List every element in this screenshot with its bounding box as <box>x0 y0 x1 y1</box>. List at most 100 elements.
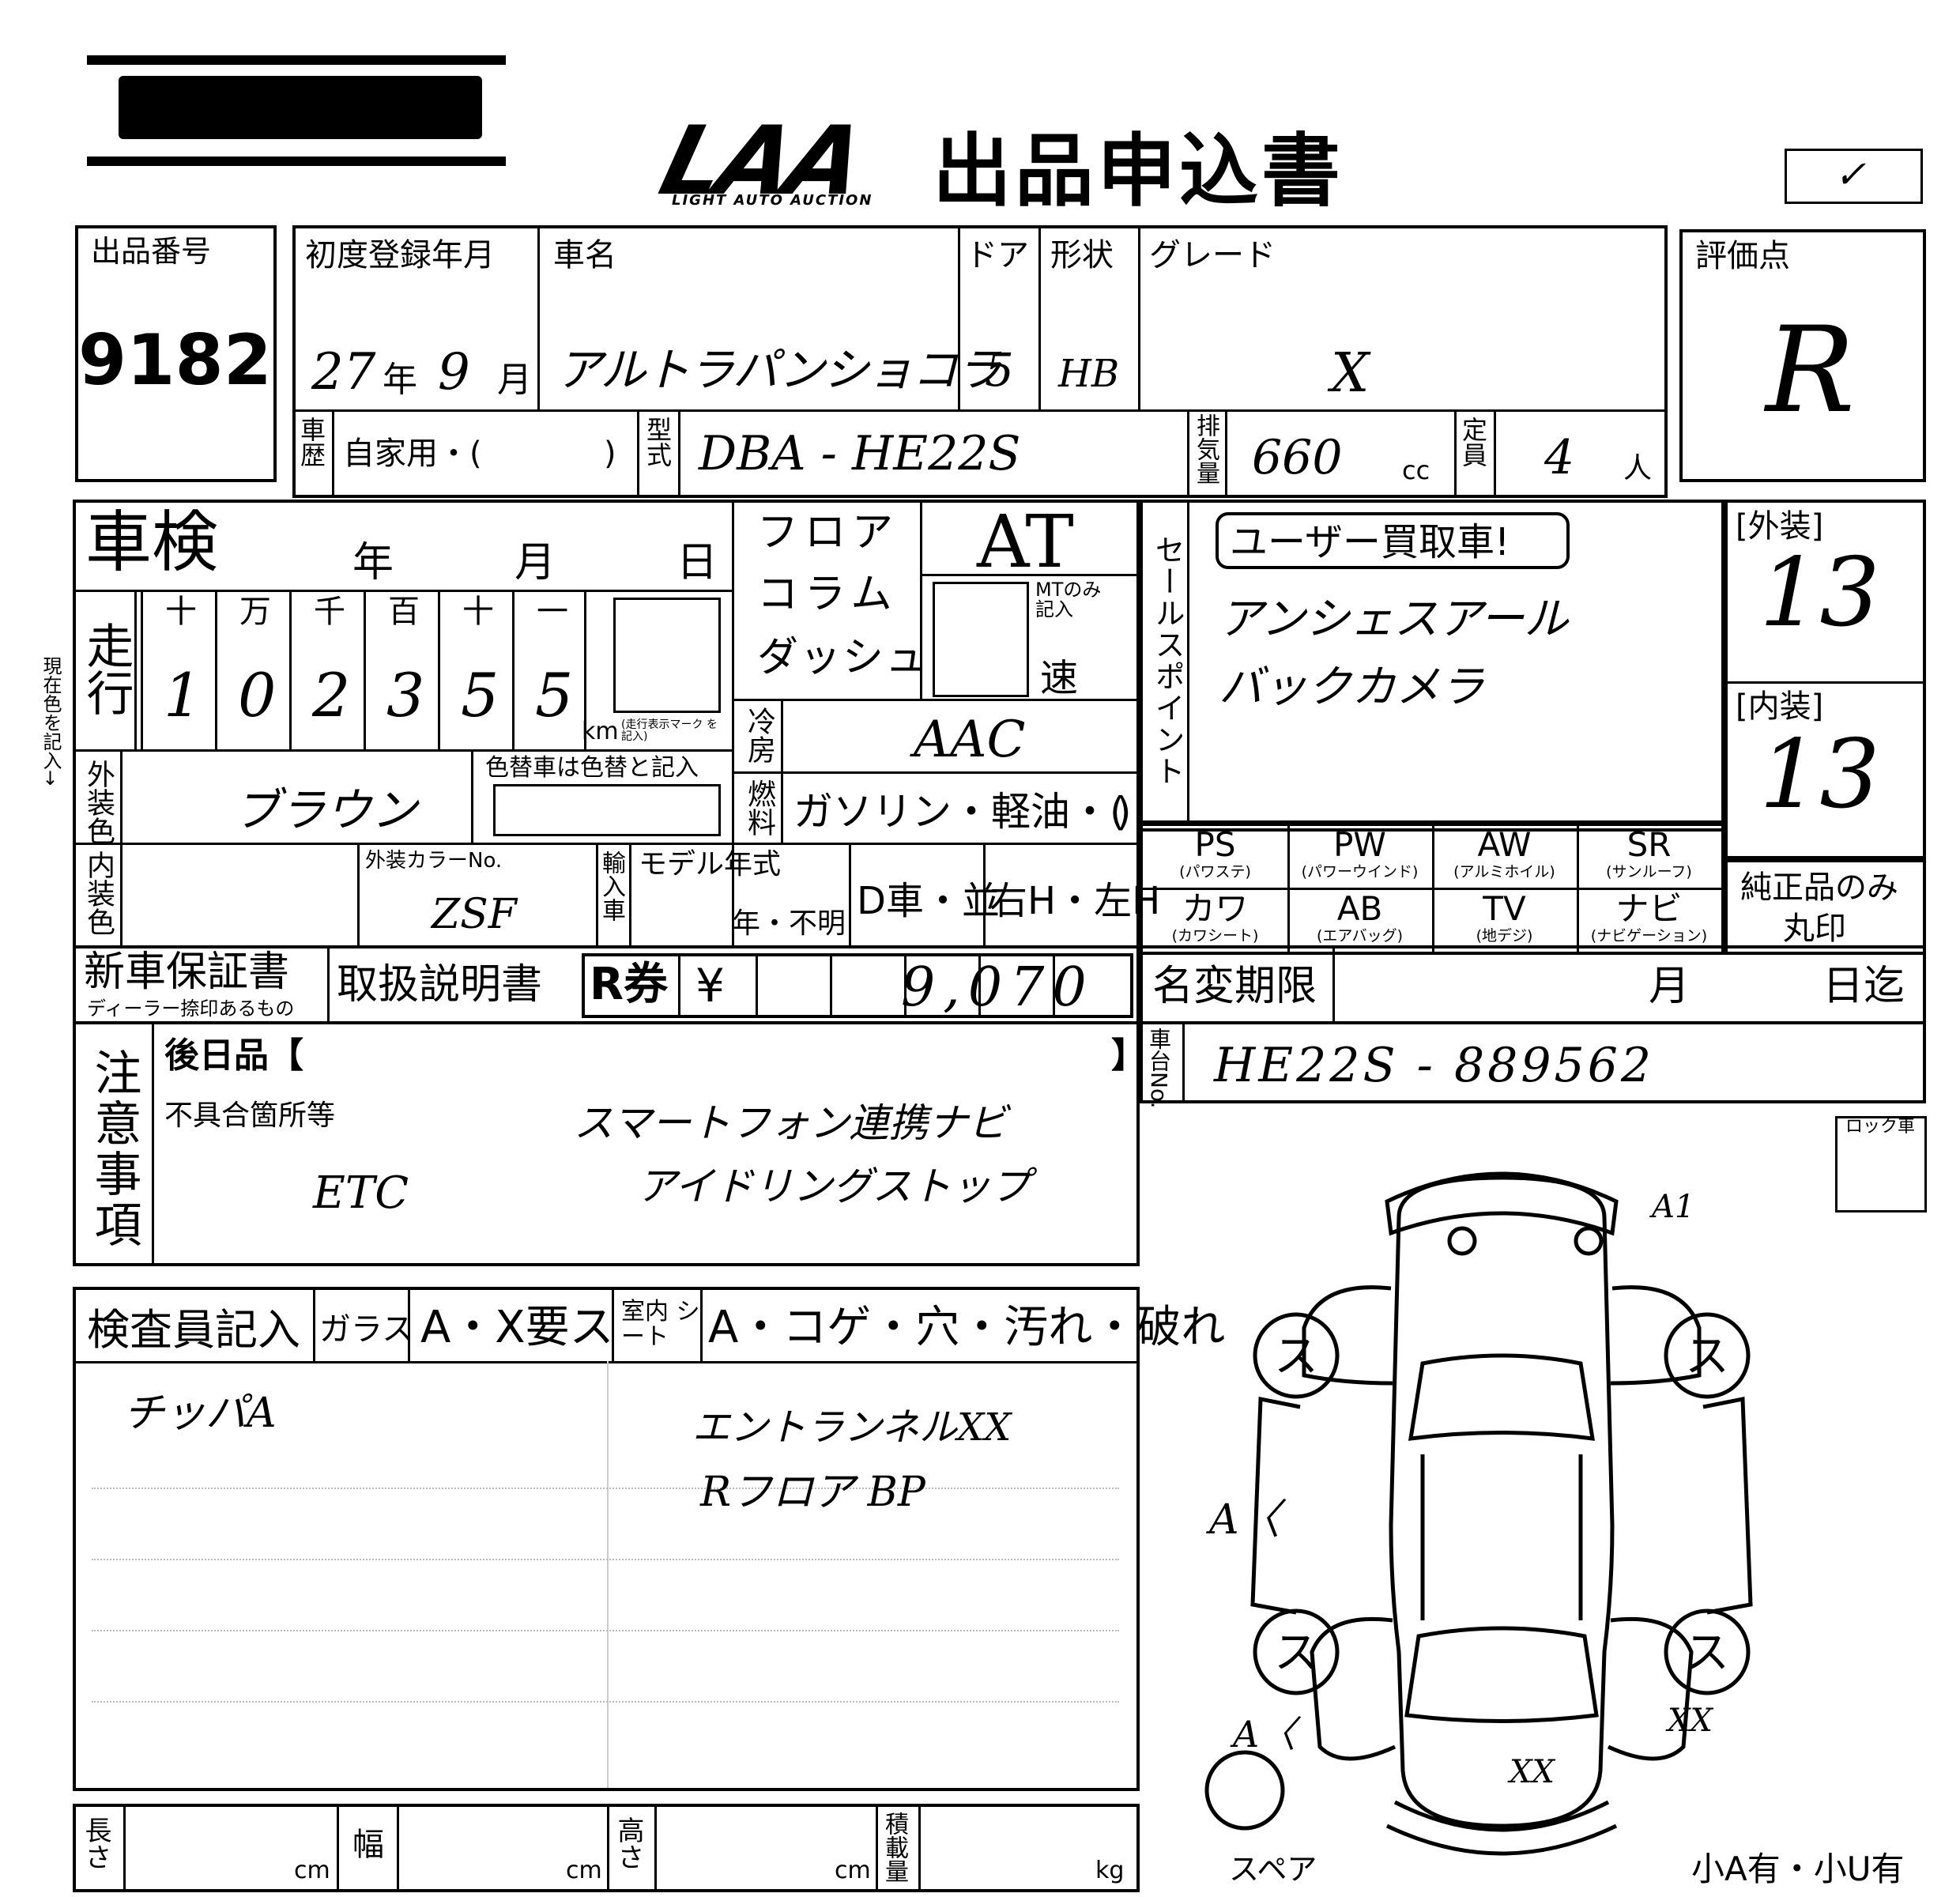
damage-mark-rear-left: A〈 <box>1230 1713 1302 1756</box>
lock-label: ロック車 <box>1845 1117 1916 1137</box>
shift-column[interactable]: コラム <box>757 571 899 618</box>
chassis-row: 車台No. HE22S - 889562 <box>1140 1021 1926 1108</box>
genuine-line2: 丸印 <box>1783 911 1846 947</box>
recycle-ticket-box: R券 ¥ 9,070 <box>582 953 1133 1018</box>
lock-box[interactable] <box>1835 1116 1927 1212</box>
score-value: R <box>1766 302 1855 439</box>
option-cell[interactable]: PW(パワーウインド) <box>1287 824 1432 888</box>
odometer-place-label: 十 <box>165 594 197 630</box>
warranty-note: ディーラー捺印あるもの <box>87 998 295 1020</box>
defects-label: 不具合箇所等 <box>164 1099 336 1132</box>
document-title: 出品申込書 <box>933 125 1344 217</box>
load-label: 積載量 <box>880 1812 908 1883</box>
import-label: 輸入車 <box>597 850 625 922</box>
height-label: 高さ <box>612 1816 644 1870</box>
capacity-label: 定員 <box>1458 417 1488 467</box>
name-change-row: 名変期限 月 日迄 <box>1140 945 1926 1024</box>
shaken-month-unit: 月 <box>514 539 556 586</box>
option-subtitle: (パワステ) <box>1179 863 1251 881</box>
notes-line1: スマートフォン連携ナビ <box>574 1100 1008 1146</box>
name-change-month: 月 <box>1649 963 1690 1010</box>
mt-speed-box[interactable] <box>933 582 1029 697</box>
handle-option[interactable]: 右H・左H <box>989 879 1161 923</box>
notes-label: 注意事項 <box>86 1048 141 1250</box>
manual-label: 取扱説明書 <box>337 961 543 1009</box>
odometer-place-label: 一 <box>537 594 568 630</box>
inspector-left-note: チッパA <box>123 1390 277 1437</box>
shift-floor[interactable]: フロア <box>757 509 900 556</box>
registration-year: 27 <box>311 343 376 402</box>
option-subtitle: (カワシート) <box>1171 927 1259 945</box>
grade-label: グレード <box>1149 237 1276 273</box>
glass-options[interactable]: A・X要ス <box>420 1302 614 1353</box>
ext-int-score-block: [外装] 13 [内装] 13 <box>1724 500 1926 859</box>
wheel-mark-rl: ス <box>1274 1627 1318 1679</box>
redacted-seller-stamp <box>87 55 506 166</box>
genuine-line1: 純正品のみ <box>1740 869 1898 906</box>
car-name-label: 車名 <box>553 237 616 273</box>
option-code: AB <box>1336 889 1383 928</box>
fuel-options[interactable]: ガソリン・軽油・( <box>793 789 1125 835</box>
model-year-label: モデル年式 <box>639 848 782 881</box>
damage-mark-left: A〈 <box>1206 1496 1287 1544</box>
shift-dash[interactable]: ダッシュ <box>757 634 929 681</box>
sales-point-line2: バックカメラ <box>1219 662 1484 713</box>
docs-row: 新車保証書 ディーラー捺印あるもの 取扱説明書 R券 ¥ 9,070 <box>73 945 1140 1024</box>
logo-subtitle: LIGHT AUTO AUCTION <box>672 192 873 209</box>
shaken-day-unit: 日 <box>677 539 718 586</box>
badge-text: ユーザー買取車! <box>1230 520 1510 564</box>
wheel-mark-rr: ス <box>1685 1627 1729 1679</box>
spare-label: スペア <box>1229 1852 1317 1887</box>
option-cell[interactable]: SR(サンルーフ) <box>1577 824 1721 888</box>
option-subtitle: (地デジ) <box>1476 927 1533 945</box>
later-items-label: 後日品【 <box>164 1035 303 1076</box>
dealer-car-option[interactable]: D車・並 <box>857 879 1000 923</box>
car-damage-diagram: ス ス ス ス A1 A〈 A〈 XX XX <box>1204 1171 1753 1856</box>
model-code-value: DBA - HE22S <box>699 426 1021 481</box>
check-box[interactable]: ✓ <box>1785 149 1923 204</box>
small-part-note: 小A有・小U有 <box>1691 1850 1905 1888</box>
recycle-amount: 9,070 <box>901 956 1095 1019</box>
fuel-label: 燃料 <box>743 779 775 836</box>
option-subtitle: (サンルーフ) <box>1606 863 1692 881</box>
option-subtitle: (ナビゲーション) <box>1590 927 1708 945</box>
length-label: 長さ <box>80 1816 111 1870</box>
chassis-label: 車台No. <box>1146 1028 1172 1109</box>
option-cell[interactable]: AB(エアバッグ) <box>1287 888 1432 952</box>
car-name-value: アルトラパンショコラ <box>556 343 1002 397</box>
odometer-digit: 5 <box>535 660 574 730</box>
check-mark: ✓ <box>1834 153 1867 197</box>
yen-sign: ¥ <box>695 959 725 1013</box>
color-code-value: ZSF <box>432 891 517 938</box>
option-cell[interactable]: TV(地デジ) <box>1432 888 1577 952</box>
repaint-box[interactable] <box>493 784 721 836</box>
model-code-label: 型式 <box>643 417 673 467</box>
seat-label: 室内 シート <box>621 1298 700 1351</box>
option-cell[interactable]: ナビ(ナビゲーション) <box>1577 888 1721 952</box>
option-cell[interactable]: AW(アルミホイル) <box>1432 824 1577 888</box>
score-box: 評価点 R <box>1679 229 1926 482</box>
shaken-year-unit: 年 <box>352 539 394 586</box>
model-year-unknown: 年・不明 <box>732 907 846 940</box>
option-subtitle: (エアバッグ) <box>1316 927 1404 945</box>
displacement-value: 660 <box>1252 430 1343 485</box>
odometer-digit: 1 <box>164 660 202 730</box>
fuel-close: ) <box>1116 789 1132 835</box>
option-cell[interactable]: PS(パワステ) <box>1143 824 1287 888</box>
user-buyback-badge: ユーザー買取車! <box>1216 512 1570 569</box>
odometer-place-label: 万 <box>239 594 271 630</box>
mileage-mark-box[interactable] <box>613 598 721 713</box>
door-value: 5 <box>985 343 1014 397</box>
int-color-label: 内装色 <box>82 850 115 936</box>
grade-value: X <box>1331 342 1370 405</box>
ac-label: 冷房 <box>743 707 775 764</box>
option-code: TV <box>1483 889 1526 928</box>
displacement-unit: cc <box>1402 455 1430 485</box>
recycle-label: R券 <box>590 959 669 1010</box>
option-cell[interactable]: カワ(カワシート) <box>1143 888 1287 952</box>
seat-options[interactable]: A・コゲ・穴・汚れ・破れ <box>708 1302 1226 1353</box>
speed-unit: 速 <box>1040 656 1079 700</box>
later-items-close: 】 <box>1111 1035 1146 1076</box>
month-unit: 月 <box>497 360 532 400</box>
